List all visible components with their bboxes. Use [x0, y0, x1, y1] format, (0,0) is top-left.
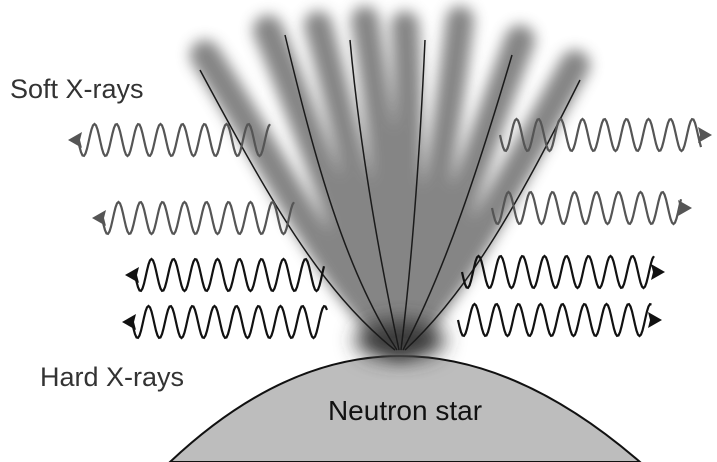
- wave-arrow-icon: [102, 202, 294, 234]
- wave-arrow-icon: [462, 256, 654, 288]
- accretion-plume: [205, 20, 575, 345]
- wave-arrow-icon: [492, 192, 681, 224]
- wave-arrow-icon: [458, 304, 652, 336]
- arrowhead-icon: [678, 200, 692, 216]
- arrowhead-icon: [651, 264, 665, 280]
- arrowhead-icon: [648, 312, 662, 328]
- arrowhead-icon: [125, 267, 139, 283]
- arrowhead-icon: [698, 127, 712, 143]
- arrowhead-icon: [68, 132, 82, 148]
- hard-x-rays-label: Hard X-rays: [40, 362, 184, 392]
- soft-x-rays-label: Soft X-rays: [10, 74, 144, 104]
- wave-arrow-icon: [132, 306, 327, 338]
- arrowhead-icon: [92, 210, 106, 226]
- arrowhead-icon: [122, 314, 136, 330]
- neutron-star-label: Neutron star: [328, 395, 482, 426]
- wave-arrow-icon: [135, 259, 324, 291]
